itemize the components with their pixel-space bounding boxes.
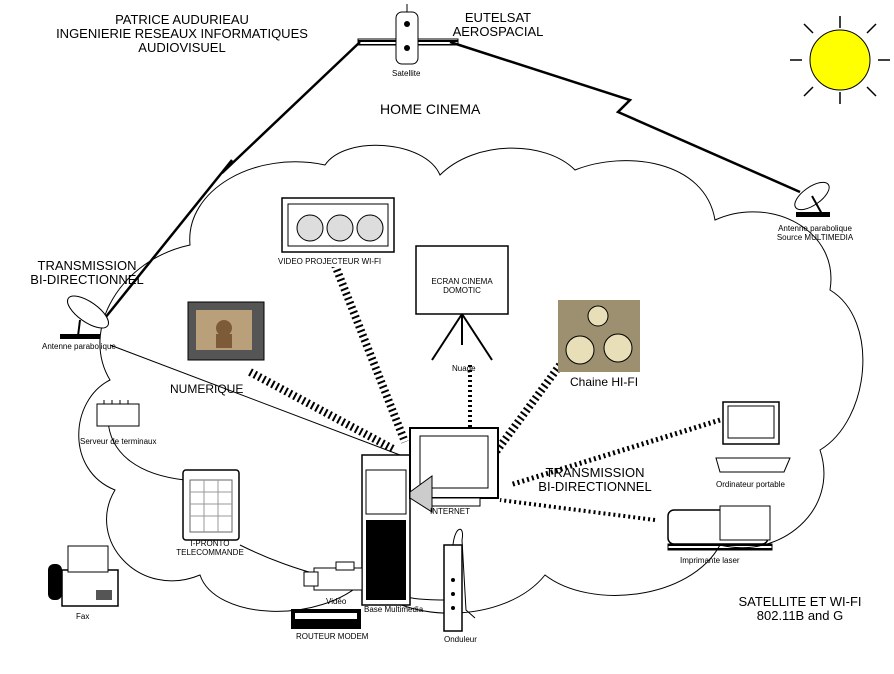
transmission-left-label: TRANSMISSION BI-DIRECTIONNEL: [22, 258, 152, 288]
remote-label-line1: I-PRONTO: [190, 539, 230, 548]
satellite-icon: [357, 4, 459, 65]
footer-line2: 802.11B and G: [756, 608, 844, 624]
footer-line1: SATELLITE ET WI-FI: [738, 594, 862, 609]
transmission-right-line1: TRANSMISSION: [545, 465, 645, 480]
cloud-label: Nuage: [452, 364, 476, 373]
fax-icon: [48, 545, 119, 607]
printer-label: Imprimante laser: [680, 556, 740, 565]
remote-label-line2: TELECOMMANDE: [176, 547, 244, 557]
antenna-right-line1: Antenne parabolique: [778, 224, 852, 233]
transmission-left-line1: TRANSMISSION: [37, 258, 137, 273]
cinema-screen-icon: [415, 245, 509, 361]
footer-block: SATELLITE ET WI-FI 802.11B and G: [730, 594, 870, 624]
internet-label: INTERNET: [430, 507, 470, 516]
screen-label: ECRAN CINEMA DOMOTIC: [416, 277, 508, 295]
remote-icon: [182, 469, 240, 541]
operator-division: AEROSPACIAL: [452, 24, 544, 40]
base-multimedia-icon: [361, 454, 411, 606]
transmission-right-line2: BI-DIRECTIONNEL: [538, 479, 652, 495]
video-projector-icon: [281, 197, 395, 253]
transmission-left-line2: BI-DIRECTIONNEL: [30, 272, 144, 288]
video-projector-label: VIDEO PROJECTEUR WI-FI: [278, 257, 382, 267]
satellite-label: Satellite: [392, 69, 421, 78]
uplink-right-bolt: [449, 40, 801, 194]
remote-label: I-PRONTO TELECOMMANDE: [170, 539, 250, 557]
ups-icon: [443, 528, 476, 632]
author-domain: AUDIOVISUEL: [138, 40, 226, 56]
author-company: INGENIERIE RESEAUX INFORMATIQUES: [56, 26, 308, 42]
antenna-right-line2: Source MULTIMEDIA: [776, 232, 854, 242]
terminal-server-icon: [96, 400, 140, 427]
base-multimedia-label: Base Multimedia: [364, 605, 424, 614]
antenna-right-label: Antenne parabolique Source MULTIMEDIA: [760, 224, 870, 242]
diagram-title: HOME CINEMA: [380, 101, 481, 117]
uplink-left-bolt: [104, 41, 361, 319]
screen-label-line2: DOMOTIC: [443, 285, 481, 295]
hifi-reel-icon: [558, 300, 640, 372]
author-block: PATRICE AUDURIEAU INGENIERIE RESEAUX INF…: [52, 12, 312, 56]
ups-label: Onduleur: [444, 635, 477, 644]
video-label: Vidéo: [326, 597, 347, 606]
satellite-dish-right-icon: [794, 181, 830, 217]
fax-label: Fax: [76, 612, 90, 621]
screen-label-line1: ECRAN CINEMA: [431, 277, 493, 286]
terminal-server-label: Serveur de terminaux: [80, 437, 157, 446]
router-modem-label: ROUTEUR MODEM: [296, 632, 369, 641]
wifi-beams: [248, 263, 721, 522]
laptop-label: Ordinateur portable: [716, 480, 785, 489]
speaker-icon: [409, 475, 433, 513]
laser-printer-icon: [667, 505, 773, 551]
author-name: PATRICE AUDURIEAU: [115, 12, 249, 27]
antenna-left-label: Antenne parabolique: [42, 342, 116, 351]
router-modem-icon: [291, 609, 361, 629]
operator-name: EUTELSAT: [464, 10, 532, 25]
tv-icon: [187, 301, 265, 361]
laptop-icon: [715, 401, 791, 473]
cloud-outline: [78, 144, 864, 614]
hifi-label: Chaine HI-FI: [570, 375, 639, 389]
sun-icon: [790, 16, 890, 104]
operator-block: EUTELSAT AEROSPACIAL: [450, 10, 546, 40]
transmission-right-label: TRANSMISSION BI-DIRECTIONNEL: [530, 465, 660, 495]
camcorder-icon: [303, 561, 363, 591]
digital-label: NUMERIQUE: [170, 382, 244, 396]
satellite-dish-left-icon: [60, 295, 109, 339]
